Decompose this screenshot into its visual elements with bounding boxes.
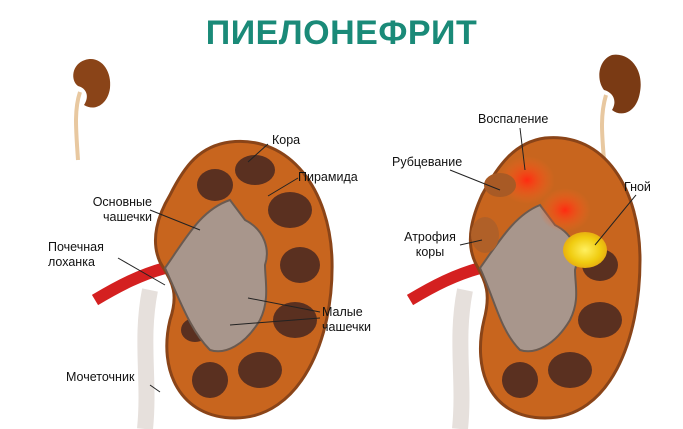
label-line: чашечки xyxy=(103,210,152,224)
label-scarring: Рубцевание xyxy=(392,155,463,169)
label-line: лоханка xyxy=(48,255,95,269)
leader-lines xyxy=(117,127,637,393)
label-major-calyces: Основные чашечки xyxy=(62,195,152,225)
label-line: Малые xyxy=(322,305,363,319)
atrophy-area xyxy=(471,217,499,253)
pus-area xyxy=(563,232,607,268)
label-line: Атрофия xyxy=(404,230,456,244)
inflammation-area xyxy=(499,156,555,204)
label-line: чашечки xyxy=(322,320,371,334)
label-line: коры xyxy=(415,245,445,259)
label-cortex: Кора xyxy=(272,133,301,147)
healthy-kidney xyxy=(91,139,334,429)
label-inflammation: Воспаление xyxy=(478,112,549,126)
label-pyramid: Пирамида xyxy=(298,170,358,184)
label-cortex-atrophy: Атрофия коры xyxy=(400,230,460,260)
small-healthy-kidney-icon xyxy=(73,59,111,161)
renal-artery xyxy=(91,262,167,306)
ureter xyxy=(137,288,158,429)
small-diseased-kidney-icon xyxy=(599,54,641,161)
label-minor-calyces: Малые чашечки xyxy=(322,305,371,335)
diseased-kidney xyxy=(406,136,642,429)
renal-pelvis xyxy=(163,198,268,353)
label-ureter: Мочеточник xyxy=(66,370,135,384)
label-renal-pelvis: Почечная лоханка xyxy=(48,240,104,270)
label-pus: Гной xyxy=(624,180,651,194)
page-title: ПИЕЛОНЕФРИТ xyxy=(205,14,478,52)
scarring-area xyxy=(484,173,516,197)
label-line: Основные xyxy=(92,195,152,209)
label-line: Почечная xyxy=(48,240,104,254)
